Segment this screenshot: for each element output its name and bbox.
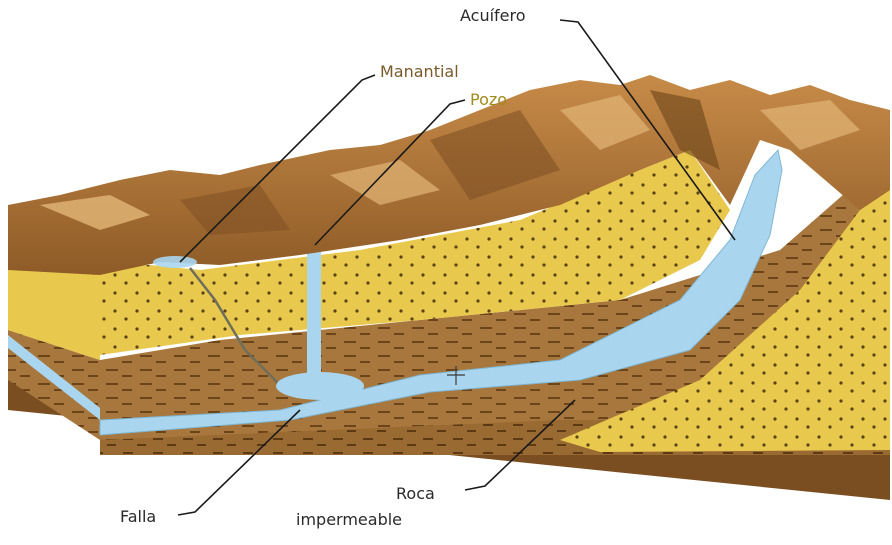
label-acuifero: Acuífero <box>460 6 526 25</box>
label-manantial: Manantial <box>380 62 459 81</box>
aquifer-pool <box>276 372 364 400</box>
label-pozo: Pozo <box>470 90 507 109</box>
label-falla: Falla <box>120 507 156 526</box>
spring-pool <box>153 256 197 268</box>
label-impermeable: impermeable <box>296 510 402 529</box>
label-roca: Roca <box>396 484 435 503</box>
well-shaft <box>307 245 321 380</box>
